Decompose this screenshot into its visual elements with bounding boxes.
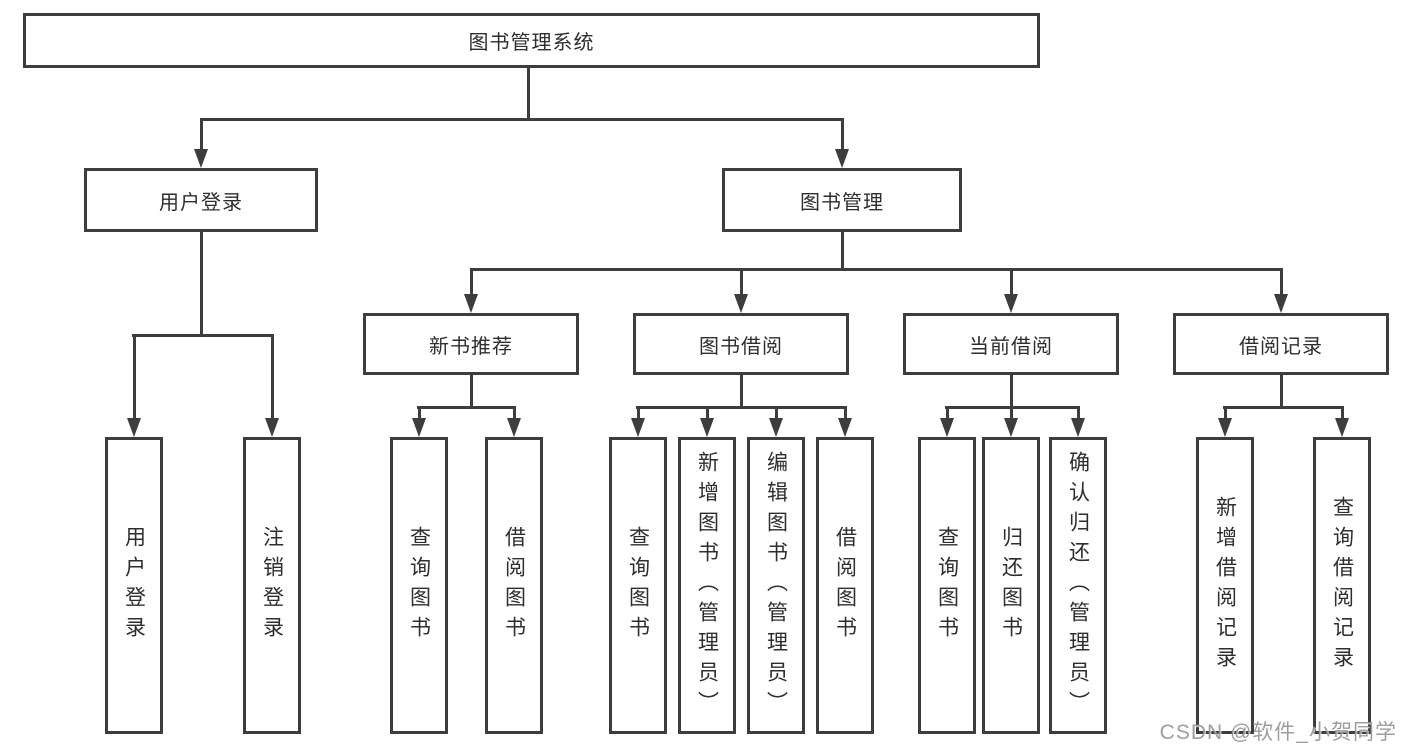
connector-to-user-login bbox=[200, 118, 203, 151]
node-new-book-recommend: 新书推荐 bbox=[363, 313, 579, 375]
node-current-borrow-label: 当前借阅 bbox=[969, 335, 1053, 358]
node-book-borrow-label: 图书借阅 bbox=[699, 335, 783, 358]
connector-leaf-stub bbox=[1010, 406, 1013, 420]
node-logout-label: 注销登录 bbox=[260, 525, 284, 646]
connector-leaf-stub bbox=[1077, 406, 1080, 420]
arrow-down-icon bbox=[1071, 418, 1085, 437]
node-borrow-books-leaf-label: 借阅图书 bbox=[833, 525, 857, 646]
connector-user-login-stem bbox=[200, 232, 203, 334]
node-user-login: 用户登录 bbox=[84, 168, 318, 232]
node-user-login-leaf-label: 用户登录 bbox=[122, 525, 146, 646]
node-new-book-recommend-label: 新书推荐 bbox=[429, 335, 513, 358]
connector-book-management-stem bbox=[841, 232, 844, 268]
node-query-books-current-label: 查询图书 bbox=[935, 525, 959, 646]
node-query-books-recommend: 查询图书 bbox=[390, 437, 448, 734]
arrow-down-icon bbox=[1004, 418, 1018, 437]
watermark: CSDN @软件_小贺同学 bbox=[1159, 721, 1397, 744]
node-user-login-label: 用户登录 bbox=[159, 191, 243, 214]
arrow-down-icon bbox=[194, 149, 208, 168]
connector-book-management-rail bbox=[470, 268, 1283, 271]
connector-leaf-stub bbox=[418, 406, 421, 420]
connector-root-rail bbox=[200, 118, 844, 121]
connector-leaf-stub bbox=[946, 406, 949, 420]
arrow-down-icon bbox=[412, 418, 426, 437]
connector-to-book-management bbox=[841, 118, 844, 151]
arrow-down-icon bbox=[940, 418, 954, 437]
connector-borrow-records-stem bbox=[1280, 375, 1283, 406]
node-query-borrow-record-label: 查询借阅记录 bbox=[1330, 495, 1354, 676]
node-query-books-borrow-label: 查询图书 bbox=[626, 525, 650, 646]
node-confirm-return-admin: 确认归还（管理员） bbox=[1049, 437, 1107, 734]
connector-to-current-borrow bbox=[1010, 268, 1013, 296]
arrow-down-icon bbox=[1274, 294, 1288, 313]
connector-current-borrow-stem bbox=[1010, 375, 1013, 406]
arrow-down-icon bbox=[700, 418, 714, 437]
arrow-down-icon bbox=[734, 294, 748, 313]
node-logout: 注销登录 bbox=[243, 437, 301, 734]
node-return-books-label: 归还图书 bbox=[999, 525, 1023, 646]
connector-leaf-stub bbox=[844, 406, 847, 420]
node-current-borrow: 当前借阅 bbox=[903, 313, 1119, 375]
connector-new-book-rail bbox=[417, 406, 515, 409]
node-return-books: 归还图书 bbox=[982, 437, 1040, 734]
node-add-book-admin-label: 新增图书（管理员） bbox=[695, 450, 719, 721]
arrow-down-icon bbox=[1218, 418, 1232, 437]
node-borrow-records-label: 借阅记录 bbox=[1239, 335, 1323, 358]
node-edit-book-admin: 编辑图书（管理员） bbox=[747, 437, 805, 734]
node-add-borrow-record: 新增借阅记录 bbox=[1196, 437, 1254, 734]
node-query-borrow-record: 查询借阅记录 bbox=[1313, 437, 1371, 734]
node-query-books-recommend-label: 查询图书 bbox=[407, 525, 431, 646]
connector-to-borrow-records bbox=[1280, 268, 1283, 296]
connector-to-new-book bbox=[470, 268, 473, 296]
arrow-down-icon bbox=[507, 418, 521, 437]
connector-book-borrow-stem bbox=[740, 375, 743, 406]
connector-leaf-stub bbox=[637, 406, 640, 420]
node-borrow-records: 借阅记录 bbox=[1173, 313, 1389, 375]
arrow-down-icon bbox=[838, 418, 852, 437]
connector-borrow-records-rail bbox=[1223, 406, 1343, 409]
arrow-down-icon bbox=[1335, 418, 1349, 437]
connector-new-book-stem bbox=[470, 375, 473, 406]
node-query-books-current: 查询图书 bbox=[918, 437, 976, 734]
node-add-book-admin: 新增图书（管理员） bbox=[678, 437, 736, 734]
connector-to-login-leaf bbox=[133, 334, 136, 420]
arrow-down-icon bbox=[464, 294, 478, 313]
connector-to-logout-leaf bbox=[271, 334, 274, 420]
connector-to-book-borrow bbox=[740, 268, 743, 296]
connector-user-login-rail bbox=[132, 334, 274, 337]
node-book-management: 图书管理 bbox=[722, 168, 962, 232]
connector-leaf-stub bbox=[1224, 406, 1227, 420]
arrow-down-icon bbox=[769, 418, 783, 437]
connector-leaf-stub bbox=[513, 406, 516, 420]
node-user-login-leaf: 用户登录 bbox=[105, 437, 163, 734]
node-book-management-label: 图书管理 bbox=[800, 191, 884, 214]
node-borrow-books-recommend-label: 借阅图书 bbox=[502, 525, 526, 646]
node-add-borrow-record-label: 新增借阅记录 bbox=[1213, 495, 1237, 676]
arrow-down-icon bbox=[265, 418, 279, 437]
node-borrow-books-recommend: 借阅图书 bbox=[485, 437, 543, 734]
connector-book-borrow-rail bbox=[636, 406, 846, 409]
node-confirm-return-admin-label: 确认归还（管理员） bbox=[1066, 450, 1090, 721]
connector-root-stem bbox=[527, 68, 530, 118]
connector-leaf-stub bbox=[1341, 406, 1344, 420]
node-borrow-books-leaf: 借阅图书 bbox=[816, 437, 874, 734]
connector-leaf-stub bbox=[706, 406, 709, 420]
connector-leaf-stub bbox=[775, 406, 778, 420]
node-edit-book-admin-label: 编辑图书（管理员） bbox=[764, 450, 788, 721]
arrow-down-icon bbox=[1004, 294, 1018, 313]
node-root: 图书管理系统 bbox=[23, 13, 1040, 68]
arrow-down-icon bbox=[835, 149, 849, 168]
node-book-borrow: 图书借阅 bbox=[633, 313, 849, 375]
node-root-label: 图书管理系统 bbox=[468, 32, 595, 54]
node-query-books-borrow: 查询图书 bbox=[609, 437, 667, 734]
arrow-down-icon bbox=[631, 418, 645, 437]
arrow-down-icon bbox=[127, 418, 141, 437]
